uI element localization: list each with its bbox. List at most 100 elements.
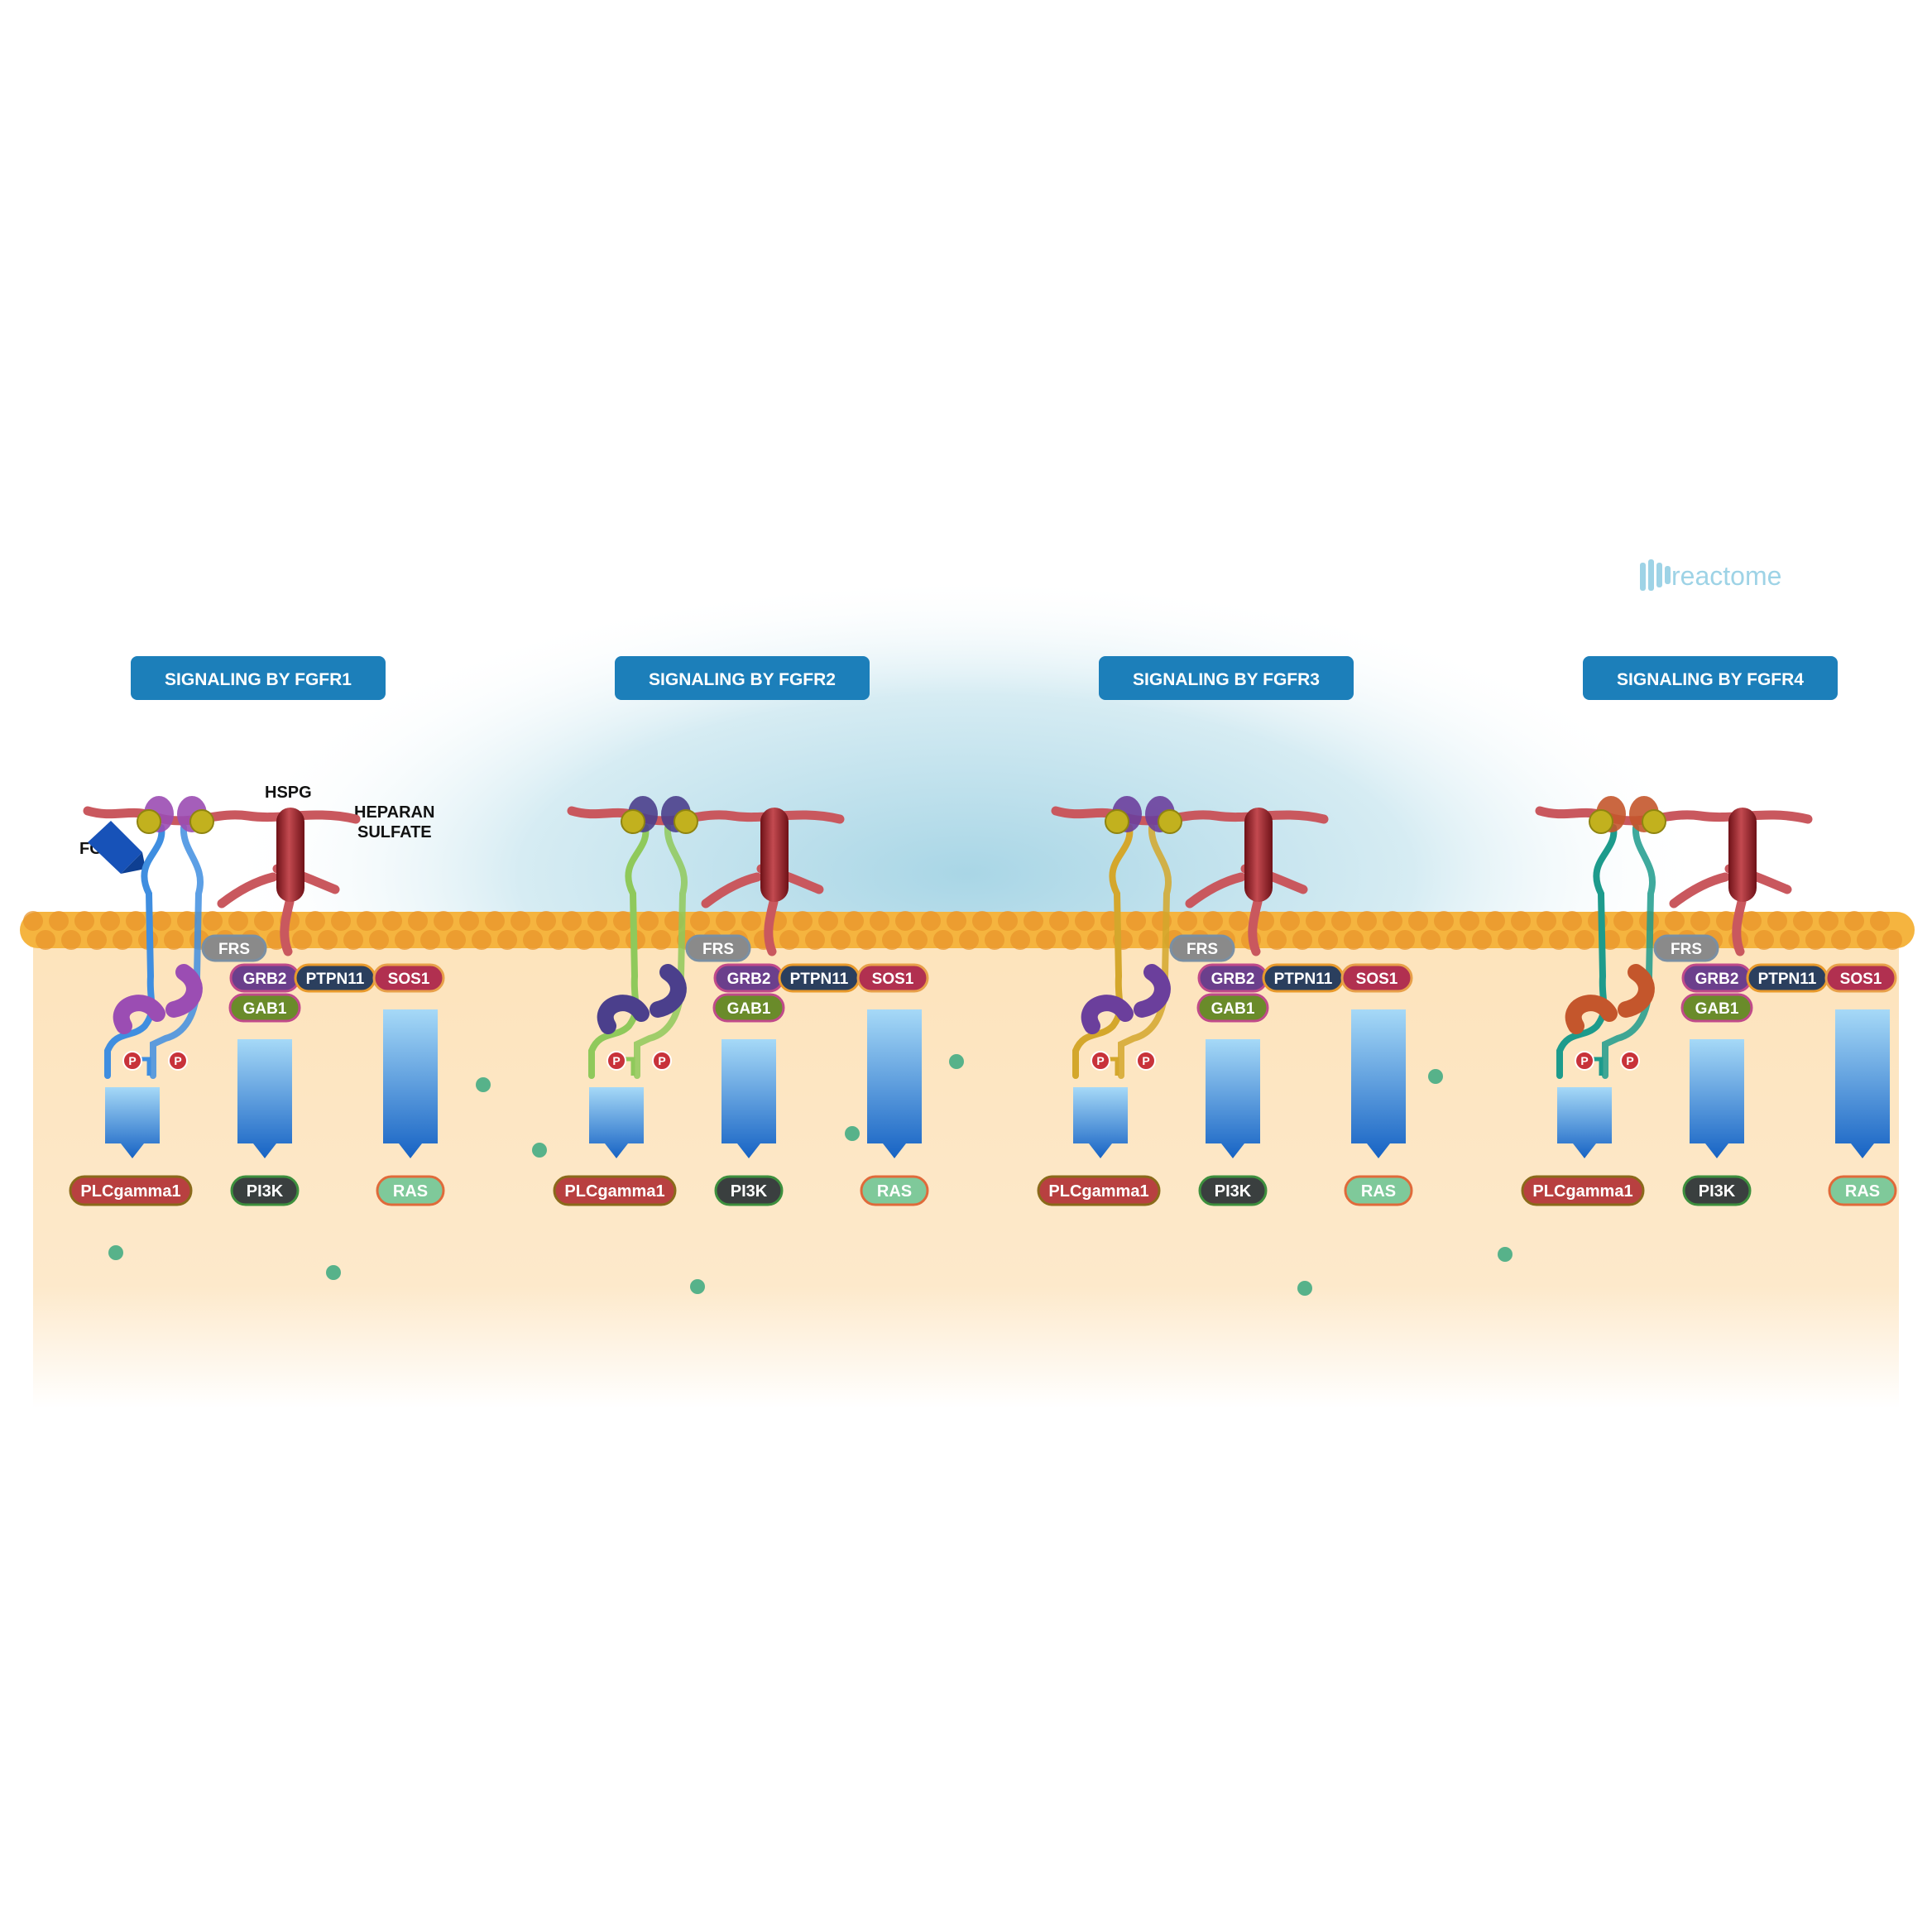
grb2-adaptor-label: GRB2	[1211, 971, 1255, 988]
gab1-adaptor: GAB1	[1680, 993, 1753, 1023]
cytoplasmic-molecule	[1498, 1247, 1513, 1262]
ras-effector: RAS	[1344, 1175, 1413, 1206]
ras-effector: RAS	[860, 1175, 929, 1206]
cytoplasmic-molecule	[476, 1077, 491, 1092]
arrow-to-plcgamma1	[1073, 1087, 1128, 1158]
phospho-group: P	[1575, 1051, 1594, 1071]
arrow-to-ras	[1835, 1009, 1890, 1158]
grb2-adaptor: GRB2	[229, 963, 300, 993]
receptor-ig-domains	[1589, 796, 1666, 834]
pathway-banner-fgfr3[interactable]: SIGNALING BY FGFR3	[1099, 656, 1354, 700]
plasma-membrane	[20, 911, 1915, 950]
frs-adaptor: FRS	[1169, 934, 1235, 962]
cytoplasmic-molecule	[1297, 1281, 1312, 1296]
fgf-bound-ligand	[674, 809, 698, 834]
receptor-kinase-domains	[1565, 964, 1655, 1034]
pi3k-effector: PI3K	[1682, 1175, 1752, 1206]
pi3k-effector: PI3K	[714, 1175, 784, 1206]
grb2-adaptor-label: GRB2	[727, 971, 771, 988]
cytoplasmic-molecule	[326, 1265, 341, 1280]
receptor-kinase-domains	[1081, 964, 1171, 1034]
plcgamma1-effector-label: PLCgamma1	[1048, 1182, 1148, 1201]
cytoplasmic-molecule	[532, 1143, 547, 1158]
fgf-bound-ligand	[621, 809, 645, 834]
heparan-sulfate-annotation-line2: SULFATE	[357, 823, 432, 841]
fgf-bound-ligand	[1158, 809, 1182, 834]
arrow-to-plcgamma1	[105, 1087, 160, 1158]
frs-adaptor-label: FRS	[1187, 941, 1218, 958]
pi3k-effector: PI3K	[230, 1175, 300, 1206]
arrow-to-plcgamma1	[589, 1087, 644, 1158]
plcgamma1-effector-label: PLCgamma1	[564, 1182, 664, 1201]
grb2-adaptor: GRB2	[1681, 963, 1752, 993]
gab1-adaptor: GAB1	[1196, 993, 1269, 1023]
grb2-adaptor: GRB2	[1197, 963, 1268, 993]
sos1-gef-label: SOS1	[388, 971, 430, 988]
reactome-logo: reactome	[1640, 559, 1781, 591]
sos1-gef-label: SOS1	[1840, 971, 1882, 988]
receptor-kinase-domains	[113, 964, 203, 1034]
pathway-banner-fgfr4[interactable]: SIGNALING BY FGFR4	[1583, 656, 1838, 700]
sos1-gef: SOS1	[372, 963, 445, 993]
ptpn11-phosphatase-label: PTPN11	[306, 971, 365, 988]
pi3k-effector: PI3K	[1198, 1175, 1268, 1206]
arrow-to-ras	[383, 1009, 438, 1158]
frs-adaptor-label: FRS	[702, 941, 734, 958]
pathway-banner-fgfr1[interactable]: SIGNALING BY FGFR1	[131, 656, 386, 700]
pathway-banner-fgfr2[interactable]: SIGNALING BY FGFR2	[615, 656, 870, 700]
fgf-bound-ligand	[1105, 809, 1129, 834]
hspg-annotation: HSPG	[265, 784, 312, 802]
ptpn11-phosphatase: PTPN11	[294, 963, 376, 993]
receptor-ig-domains	[137, 796, 214, 834]
ptpn11-phosphatase: PTPN11	[778, 963, 861, 993]
cytoplasmic-molecule	[845, 1126, 860, 1141]
arrow-to-pi3k	[237, 1039, 292, 1158]
pathway-banner-title: SIGNALING BY FGFR4	[1617, 670, 1804, 689]
hspg-core-protein	[276, 808, 304, 902]
plcgamma1-effector: PLCgamma1	[553, 1175, 677, 1206]
ptpn11-phosphatase-label: PTPN11	[790, 971, 849, 988]
fgf-bound-ligand	[137, 809, 161, 834]
arrow-to-pi3k	[1690, 1039, 1744, 1158]
pi3k-effector-label: PI3K	[247, 1182, 284, 1201]
heparan-sulfate-annotation-line1: HEPARAN	[354, 803, 434, 822]
frs-adaptor: FRS	[685, 934, 751, 962]
phospho-group: P	[1136, 1051, 1156, 1071]
ptpn11-phosphatase: PTPN11	[1262, 963, 1345, 993]
ptpn11-phosphatase-label: PTPN11	[1758, 971, 1817, 988]
grb2-adaptor: GRB2	[713, 963, 784, 993]
ras-effector-label: RAS	[877, 1182, 912, 1201]
ras-effector: RAS	[1828, 1175, 1897, 1206]
phospho-label: P	[1626, 1054, 1633, 1067]
gab1-adaptor: GAB1	[228, 993, 301, 1023]
cytoplasmic-molecules	[108, 1054, 1513, 1296]
cytoplasmic-molecule	[1428, 1069, 1443, 1084]
frs-adaptor: FRS	[1653, 934, 1719, 962]
phospho-group: P	[606, 1051, 626, 1071]
ptpn11-phosphatase: PTPN11	[1746, 963, 1829, 993]
arrow-to-ras	[867, 1009, 922, 1158]
frs-adaptor: FRS	[201, 934, 267, 962]
fgf-ligand-icon	[88, 821, 146, 874]
gab1-adaptor: GAB1	[712, 993, 785, 1023]
arrow-to-plcgamma1	[1557, 1087, 1612, 1158]
sos1-gef-label: SOS1	[1356, 971, 1398, 988]
phospho-label: P	[128, 1054, 136, 1067]
phospho-label: P	[658, 1054, 665, 1067]
sos1-gef: SOS1	[856, 963, 929, 993]
fgf-bound-ligand	[1642, 809, 1666, 834]
fgf-bound-ligand	[1589, 809, 1613, 834]
pathway-banner-title: SIGNALING BY FGFR1	[165, 670, 352, 689]
gab1-adaptor-label: GAB1	[1695, 1000, 1739, 1018]
phospho-label: P	[1142, 1054, 1149, 1067]
phospho-label: P	[1580, 1054, 1588, 1067]
fgf-bound-ligand	[189, 809, 214, 834]
phospho-label: P	[1096, 1054, 1104, 1067]
